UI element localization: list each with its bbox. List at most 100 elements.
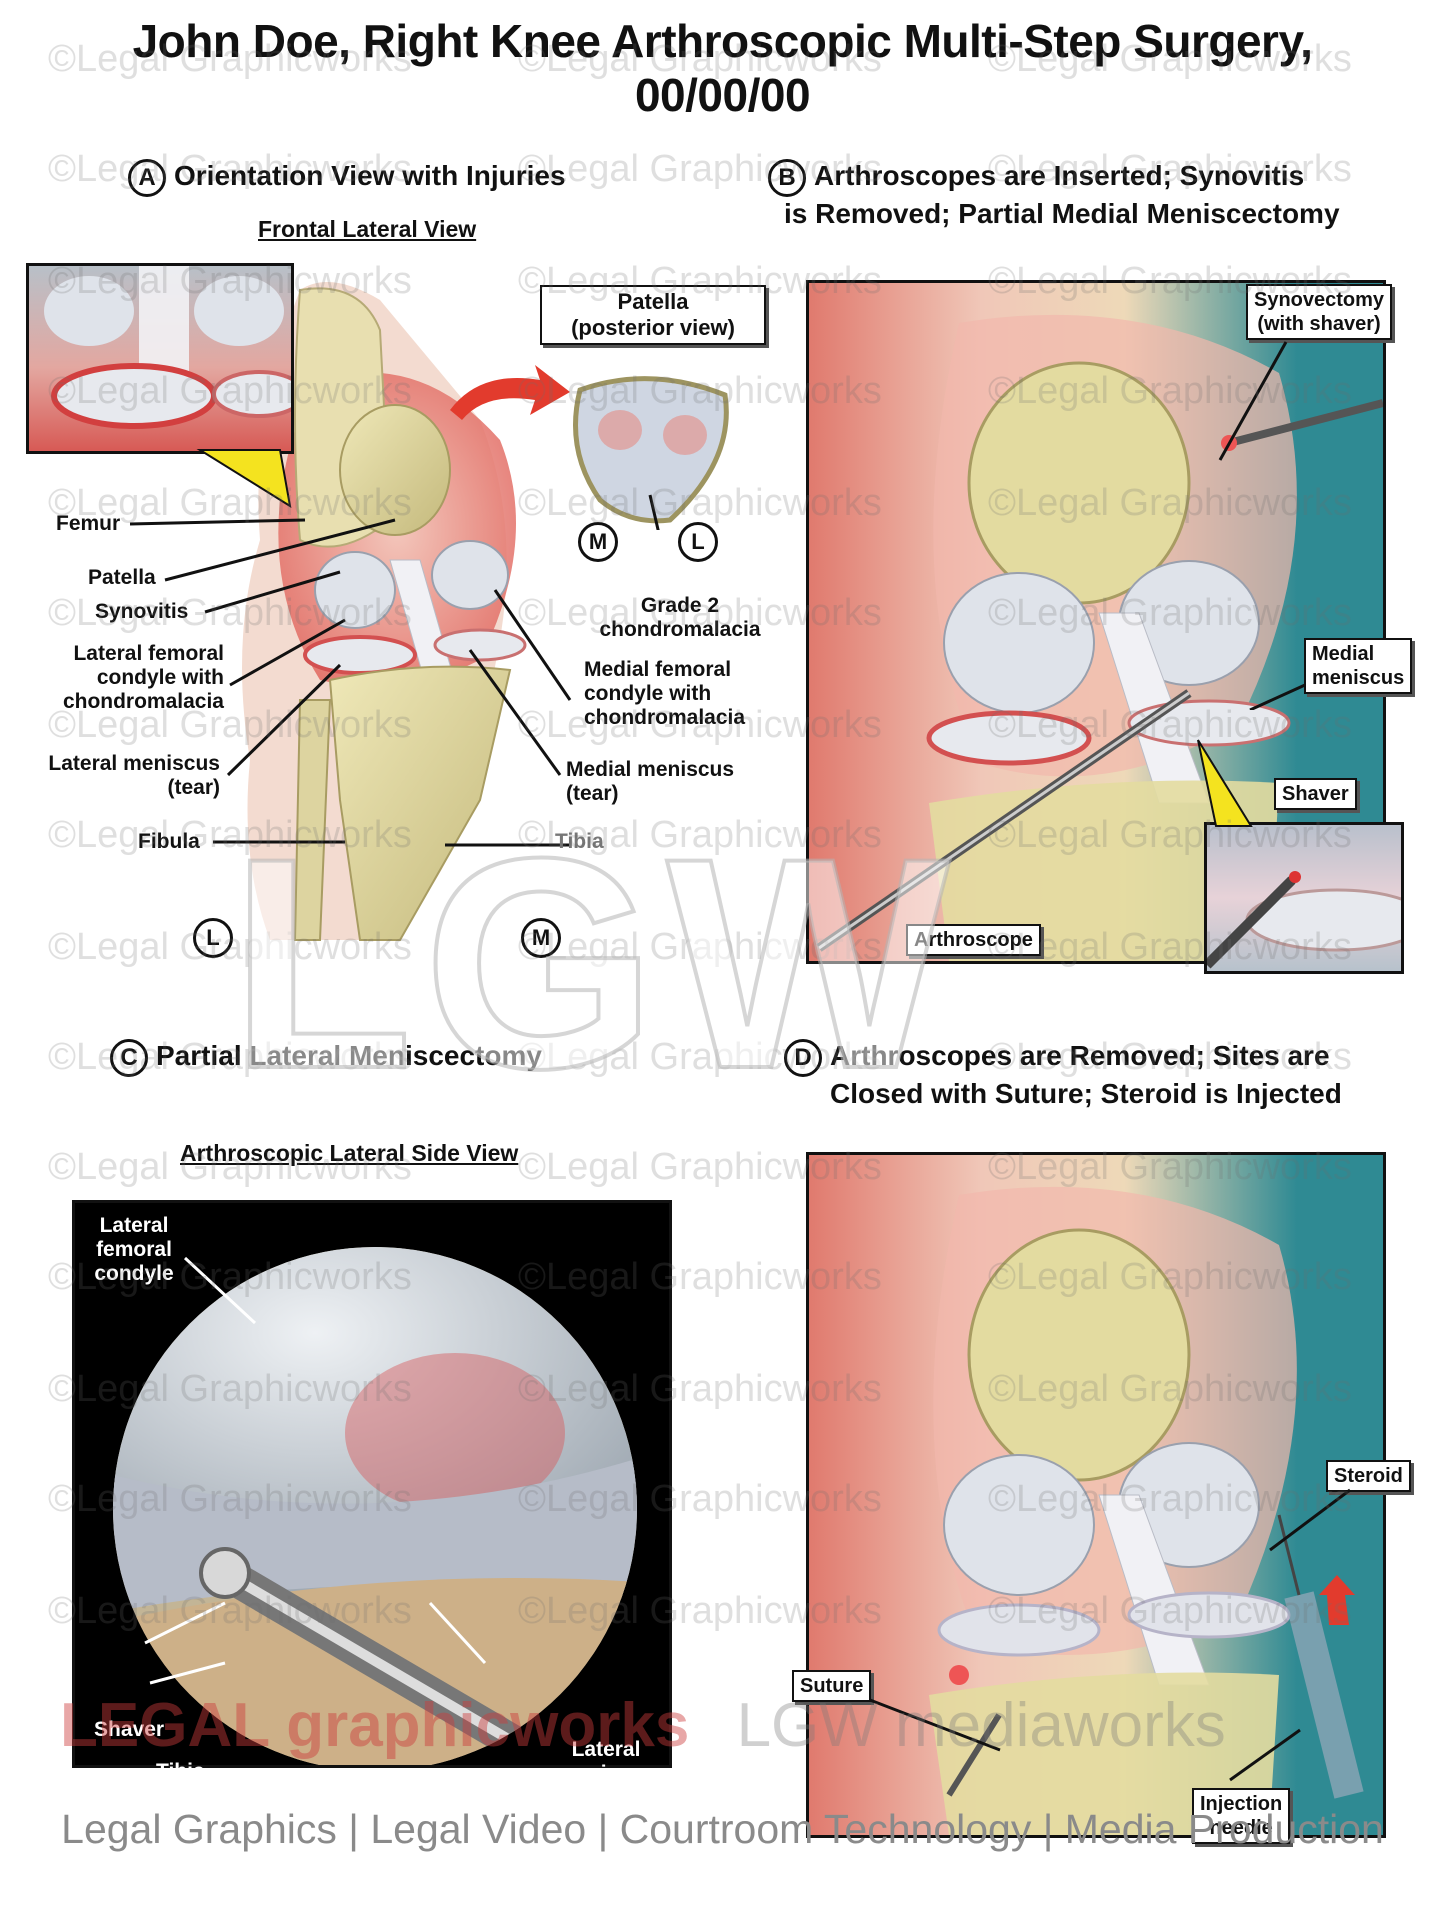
watermark-text: ©Legal Graphicworks (988, 1256, 1352, 1298)
watermark-text: ©Legal Graphicworks (48, 1256, 412, 1298)
panel-d-closure-illustration (929, 1186, 1364, 1835)
panel-a-inset (26, 263, 294, 454)
panel-a-heading-text: Orientation View with Injuries (174, 160, 566, 191)
watermark-text: ©Legal Graphicworks (988, 482, 1352, 524)
watermark-text: ©Legal Graphicworks (988, 1590, 1352, 1632)
watermark-text: ©Legal Graphicworks (518, 1478, 882, 1520)
panel-b-inset (1204, 822, 1404, 974)
label-tibia-c: Tibia (156, 1760, 205, 1783)
title-line-1: John Doe, Right Knee Arthroscopic Multi-… (132, 15, 1313, 67)
watermark-text: ©Legal Graphicworks (48, 38, 412, 80)
watermark-text: ©Legal Graphicworks (48, 148, 412, 190)
panel-b-leader-lines (1218, 341, 1306, 710)
panel-b-heading-line-1: Arthroscopes are Inserted; Synovitis (814, 160, 1305, 191)
watermark-text: ©Legal Graphicworks (48, 1590, 412, 1632)
watermark-text: ©Legal Graphicworks (48, 592, 412, 634)
watermark-text: ©Legal Graphicworks (988, 1368, 1352, 1410)
watermark-text: ©Legal Graphicworks (518, 592, 882, 634)
watermark-text: ©Legal Graphicworks (48, 1146, 412, 1188)
watermark-text: ©Legal Graphicworks (988, 370, 1352, 412)
watermark-text: ©Legal Graphicworks (48, 704, 412, 746)
panel-a-letter: A (128, 158, 166, 197)
watermark-text: ©Legal Graphicworks (518, 1146, 882, 1188)
watermark-text: ©Legal Graphicworks (518, 482, 882, 524)
title-line-2: 00/00/00 (634, 69, 811, 121)
inset-meniscus-illustration (44, 266, 291, 429)
label-synovectomy: Synovectomy (with shaver) (1246, 284, 1393, 340)
patella-posterior-illustration (573, 376, 729, 530)
watermark-text: ©Legal Graphicworks (48, 482, 412, 524)
panel-a-subheading: Frontal Lateral View (258, 216, 477, 242)
watermark-text: ©Legal Graphicworks (518, 1368, 882, 1410)
watermark-text: ©Legal Graphicworks (48, 260, 412, 302)
label-shaver-c: Shaver (94, 1718, 165, 1741)
watermark-text: ©Legal Graphicworks (518, 1590, 882, 1632)
label-medial-femoral-condyle: Medial femoral condyle with chondromalac… (584, 658, 746, 729)
watermark-text: ©Legal Graphicworks (988, 592, 1352, 634)
panel-c-image (72, 1200, 672, 1768)
label-shaver-b: Shaver (1274, 778, 1357, 810)
panel-b-arthroscopy-illustration (816, 314, 1383, 961)
label-patella: Patella (88, 566, 156, 589)
label-medial-meniscus-b: Medial meniscus (1304, 638, 1413, 694)
label-lateral-meniscus: Lateral meniscus (tear) (48, 752, 220, 799)
watermark-text: ©Legal Graphicworks (518, 1256, 882, 1298)
label-fibula: Fibula (138, 830, 200, 853)
patella-box-line-1: Patella (617, 289, 689, 314)
watermark-text: ©Legal Graphicworks (988, 148, 1352, 190)
panel-c-heading-text: Partial Lateral Meniscectomy (156, 1040, 542, 1071)
panel-d-image (806, 1152, 1386, 1838)
watermark-text: ©Legal Graphicworks (988, 1146, 1352, 1188)
patella-medial-marker: M (578, 522, 618, 562)
watermark-text: ©Legal Graphicworks (518, 370, 882, 412)
watermark-text: ©Legal Graphicworks (48, 370, 412, 412)
watermark-text: ©Legal Graphicworks (988, 814, 1352, 856)
knee-medial-marker: M (521, 918, 561, 958)
label-injection-needle: Injection needle (1192, 1788, 1291, 1844)
label-synovitis: Synovitis (95, 600, 189, 623)
patella-lateral-marker: L (678, 522, 718, 562)
watermark-text: ©Legal Graphicworks (518, 148, 882, 190)
panel-b-heading: B Arthroscopes are Inserted; Synovitis (768, 158, 1304, 197)
watermark-text: ©Legal Graphicworks (988, 704, 1352, 746)
label-medial-meniscus: Medial meniscus (tear) (566, 758, 735, 805)
watermark-text: ©Legal Graphicworks (518, 38, 882, 80)
page-title: John Doe, Right Knee Arthroscopic Multi-… (0, 14, 1445, 122)
watermark-text: ©Legal Graphicworks (988, 38, 1352, 80)
panel-c-subheading: Arthroscopic Lateral Side View (180, 1140, 519, 1166)
brand-left: LEGAL graphicworks (60, 1691, 690, 1760)
watermark-text: ©Legal Graphicworks (988, 1036, 1352, 1078)
panel-d-heading: D Arthroscopes are Removed; Sites are (784, 1038, 1330, 1077)
patella-box-line-2: (posterior view) (571, 315, 735, 340)
label-suture: Suture (792, 1670, 872, 1702)
panel-b-letter: B (768, 158, 806, 197)
label-tibia: Tibia (555, 830, 604, 853)
knee-lateral-marker: L (193, 918, 233, 958)
watermark-text: ©Legal Graphicworks (988, 926, 1352, 968)
branding-watermark: LEGAL graphicworks LGW mediaworks (60, 1690, 1226, 1761)
patella-posterior-box: Patella (posterior view) (540, 285, 766, 345)
label-lateral-femoral-condyle: Lateral femoral condyle with chondromala… (62, 642, 224, 713)
label-lateral-meniscus-c: Lateral meniscus (557, 1738, 655, 1785)
watermark-text: ©Legal Graphicworks (48, 1368, 412, 1410)
label-femur: Femur (56, 512, 121, 535)
inset-shaver-illustration (1207, 871, 1401, 969)
panel-d-leader-lines (869, 1488, 1351, 1782)
inset-pointer (196, 449, 292, 508)
panel-b-inset-pointer (1197, 739, 1253, 827)
watermark-text: ©Legal Graphicworks (48, 1478, 412, 1520)
panel-d-heading-line-1: Arthroscopes are Removed; Sites are (830, 1040, 1330, 1071)
label-lateral-femoral-condyle-c: Lateral femoral condyle (94, 1214, 174, 1285)
label-arthroscope: Arthroscope (906, 924, 1041, 956)
watermark-text: ©Legal Graphicworks (518, 704, 882, 746)
panel-d-letter: D (784, 1038, 822, 1077)
knee-frontal-illustration (129, 282, 572, 941)
footer-text: Legal Graphics | Legal Video | Courtroom… (61, 1806, 1384, 1852)
panel-b-heading-line-2: is Removed; Partial Medial Meniscectomy (784, 198, 1340, 229)
watermark-text: ©Legal Graphicworks (988, 260, 1352, 302)
watermark-text: ©Legal Graphicworks (988, 1478, 1352, 1520)
brand-right: LGW mediaworks (736, 1691, 1226, 1760)
label-grade-2-chondromalacia: Grade 2 chondromalacia (599, 594, 761, 641)
lgw-logo-watermark: LGW (228, 793, 960, 1133)
